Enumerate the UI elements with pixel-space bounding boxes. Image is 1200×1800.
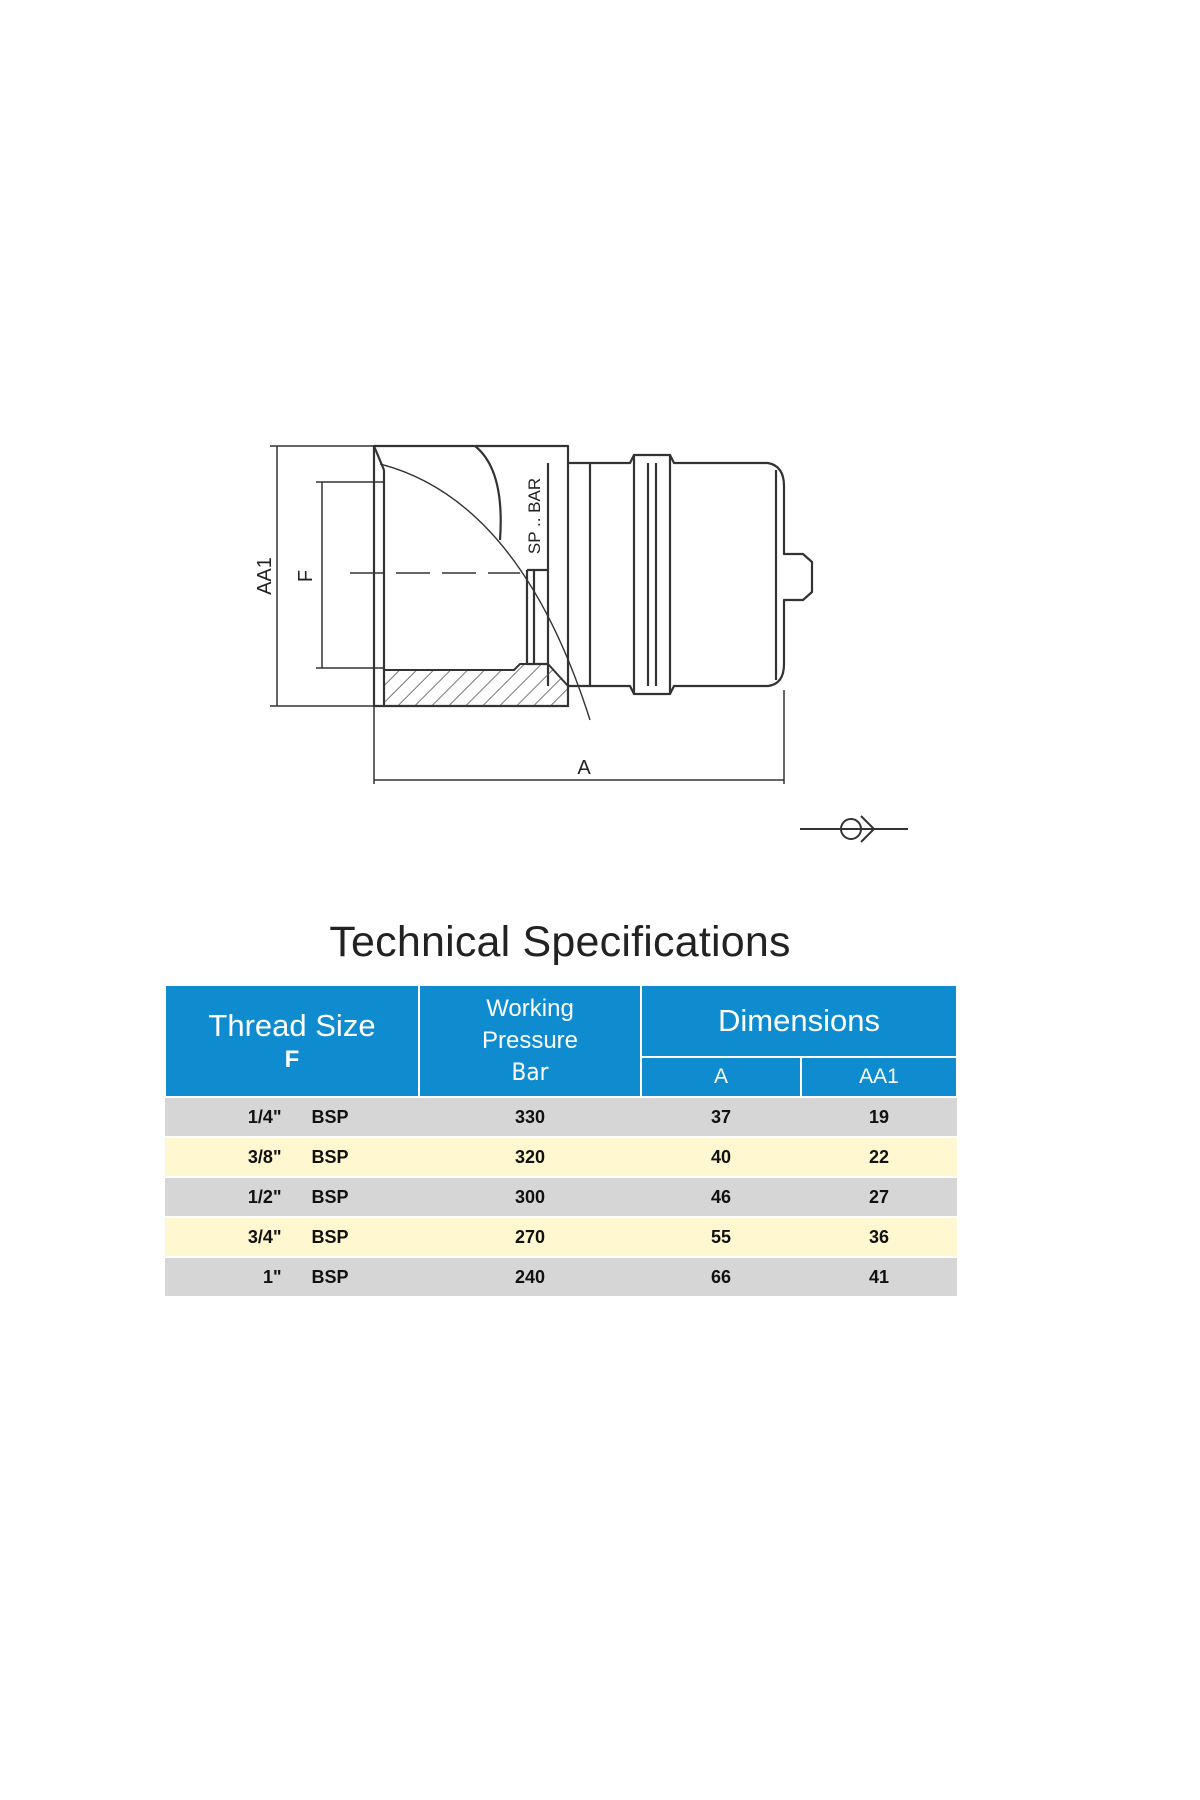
header-dimension-aa1: AA1 — [799, 1056, 959, 1098]
table-subheader-row: A AA1 — [165, 1056, 959, 1098]
thread-size-value: 3/4" — [247, 1226, 282, 1247]
table-row: 1" BSP 240 66 41 — [165, 1257, 958, 1298]
thread-standard-value: BSP — [311, 1106, 349, 1127]
header-dimension-a: A — [640, 1056, 802, 1098]
header-working-pressure: Working Pressure Bar — [418, 984, 642, 1098]
header-working-label: Working — [486, 995, 574, 1023]
header-thread-size-label: Thread Size — [208, 1007, 376, 1043]
thread-hatch-section — [383, 663, 569, 707]
thread-size-cell: 1" BSP — [165, 1257, 419, 1298]
dimension-aa1-cell: 41 — [801, 1257, 958, 1298]
pressure-cell: 270 — [419, 1217, 641, 1258]
table-header-row: Thread Size F Working Pressure Bar Dimen… — [164, 984, 959, 1098]
marking-label: SP .. BAR — [525, 478, 544, 554]
table-row: 3/4" BSP 270 55 36 — [165, 1217, 958, 1258]
thread-size-cell: 1/2" BSP — [165, 1177, 419, 1218]
coupling-technical-drawing: AA1 F SP .. BAR A — [254, 444, 908, 843]
thread-size-cell: 3/4" BSP — [165, 1217, 419, 1258]
page-title: Technical Specifications — [329, 918, 791, 966]
thread-standard-value: BSP — [311, 1146, 349, 1167]
dimension-aa1-cell: 36 — [801, 1217, 958, 1258]
header-pressure-label: Pressure — [481, 1027, 579, 1055]
a-label: A — [577, 757, 591, 779]
header-thread-size: Thread Size F — [164, 984, 420, 1098]
thread-standard-value: BSP — [311, 1226, 349, 1247]
header-bar-unit: Bar — [511, 1057, 549, 1086]
dimension-a-cell: 37 — [641, 1097, 801, 1138]
dimension-aa1-cell: 22 — [801, 1137, 958, 1178]
header-thread-symbol: F — [284, 1046, 300, 1074]
pressure-cell: 240 — [419, 1257, 641, 1298]
dimension-aa1-cell: 19 — [801, 1097, 958, 1138]
thread-size-cell: 1/4" BSP — [165, 1097, 419, 1138]
table-row: 1/4" BSP 330 37 19 — [165, 1097, 958, 1138]
thread-size-value: 1/4" — [247, 1106, 282, 1127]
header-dimensions: Dimensions — [639, 984, 959, 1058]
dimension-aa1-cell: 27 — [801, 1177, 958, 1218]
thread-standard-value: BSP — [311, 1186, 349, 1207]
specifications-table: Thread Size F Working Pressure Bar Dimen… — [164, 984, 959, 1298]
dimension-a-cell: 55 — [641, 1217, 801, 1258]
thread-standard-value: BSP — [311, 1266, 349, 1287]
thread-size-value: 3/8" — [247, 1146, 282, 1167]
coupling-body-outline — [372, 444, 814, 708]
coupling-symbol-icon — [800, 815, 908, 843]
pressure-cell: 330 — [419, 1097, 641, 1138]
f-label: F — [295, 570, 317, 582]
thread-size-value: 1" — [262, 1266, 282, 1287]
dimension-a-cell: 46 — [641, 1177, 801, 1218]
table-row: 3/8" BSP 320 40 22 — [165, 1137, 958, 1178]
table-row: 1/2" BSP 300 46 27 — [165, 1177, 958, 1218]
aa1-label: AA1 — [254, 557, 276, 595]
dimension-a-cell: 66 — [641, 1257, 801, 1298]
pressure-cell: 300 — [419, 1177, 641, 1218]
dimension-a-cell: 40 — [641, 1137, 801, 1178]
pressure-cell: 320 — [419, 1137, 641, 1178]
thread-size-value: 1/2" — [247, 1186, 282, 1207]
thread-size-cell: 3/8" BSP — [165, 1137, 419, 1178]
